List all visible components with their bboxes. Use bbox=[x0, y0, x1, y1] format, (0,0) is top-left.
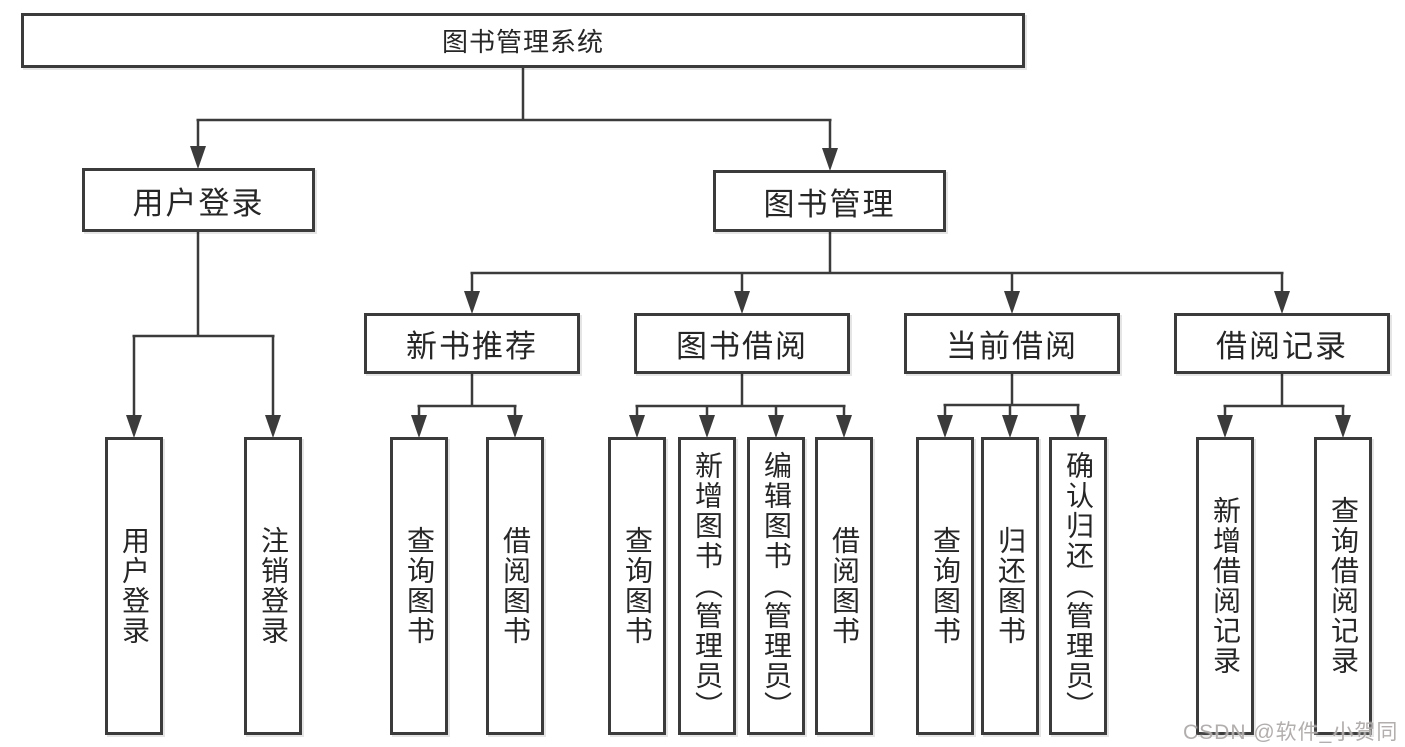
leaf-return-books: 归还图书 bbox=[981, 437, 1039, 735]
node-label: 查询借阅记录 bbox=[1328, 496, 1359, 676]
node-label: 查询图书 bbox=[622, 526, 653, 646]
node-label: 查询图书 bbox=[930, 526, 961, 646]
node-label: 新增借阅记录 bbox=[1210, 496, 1241, 676]
leaf-borrow-books-2: 借阅图书 bbox=[815, 437, 873, 735]
node-label: 归还图书 bbox=[995, 526, 1026, 646]
node-new-book-recommendation: 新书推荐 bbox=[364, 313, 580, 374]
node-book-borrowing: 图书借阅 bbox=[634, 313, 850, 374]
node-label: 确认归还（管理员） bbox=[1063, 451, 1094, 721]
leaf-edit-books-admin: 编辑图书（管理员） bbox=[747, 437, 805, 735]
leaf-user-login: 用户登录 bbox=[105, 437, 163, 735]
node-label: 图书借阅 bbox=[676, 329, 808, 364]
node-user-login: 用户登录 bbox=[82, 168, 315, 232]
node-label: 查询图书 bbox=[404, 526, 435, 646]
leaf-query-borrow-record: 查询借阅记录 bbox=[1314, 437, 1372, 735]
node-label: 编辑图书（管理员） bbox=[761, 451, 792, 721]
leaf-query-books-3: 查询图书 bbox=[916, 437, 974, 735]
leaf-query-books-2: 查询图书 bbox=[608, 437, 666, 735]
node-label: 用户登录 bbox=[132, 185, 265, 221]
leaf-logout: 注销登录 bbox=[244, 437, 302, 735]
node-label: 当前借阅 bbox=[946, 329, 1078, 364]
node-library-management-system: 图书管理系统 bbox=[21, 13, 1025, 68]
node-label: 借阅图书 bbox=[500, 526, 531, 646]
node-label: 新书推荐 bbox=[406, 329, 538, 364]
leaf-query-books-1: 查询图书 bbox=[390, 437, 448, 735]
node-label: 注销登录 bbox=[258, 526, 289, 646]
leaf-add-books-admin: 新增图书（管理员） bbox=[678, 437, 736, 735]
leaf-add-borrow-record: 新增借阅记录 bbox=[1196, 437, 1254, 735]
node-book-management: 图书管理 bbox=[713, 170, 946, 232]
node-label: 图书管理 bbox=[763, 186, 896, 222]
node-borrowing-records: 借阅记录 bbox=[1174, 313, 1390, 374]
node-label: 借阅记录 bbox=[1216, 329, 1348, 364]
node-label: 新增图书（管理员） bbox=[692, 451, 723, 721]
leaf-borrow-books-1: 借阅图书 bbox=[486, 437, 544, 735]
node-label: 用户登录 bbox=[119, 526, 150, 646]
node-label: 借阅图书 bbox=[829, 526, 860, 646]
leaf-confirm-return-admin: 确认归还（管理员） bbox=[1049, 437, 1107, 735]
node-label: 图书管理系统 bbox=[441, 27, 604, 57]
node-current-borrowing: 当前借阅 bbox=[904, 313, 1120, 374]
csdn-watermark: CSDN @软件_小贺同学 bbox=[1183, 721, 1399, 744]
